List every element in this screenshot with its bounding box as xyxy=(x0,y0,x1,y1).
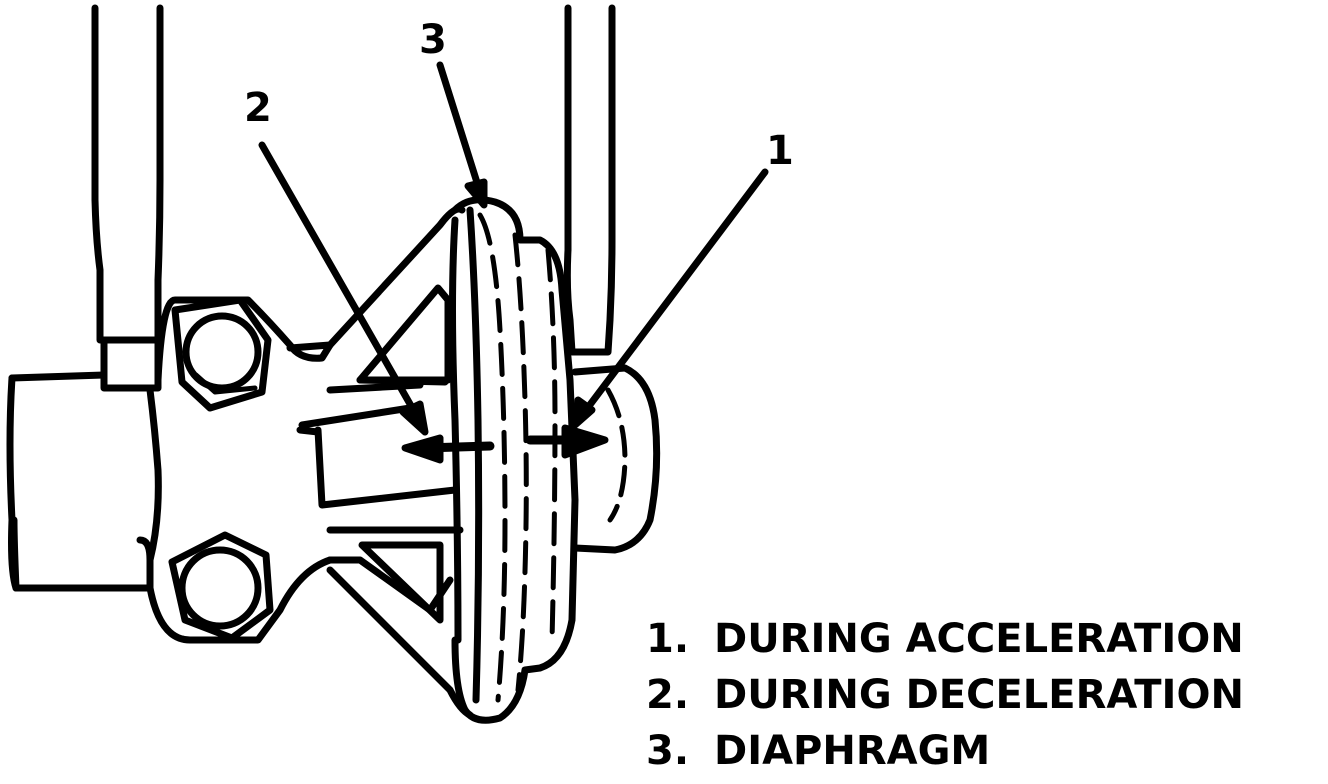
upper-bolt-icon xyxy=(171,296,272,412)
leader-line-3 xyxy=(436,61,488,209)
legend-text: DURING ACCELERATION xyxy=(714,616,1244,662)
diaphragm-housing xyxy=(449,196,579,724)
left-hose xyxy=(91,4,164,392)
legend-text: DURING DECELERATION xyxy=(714,672,1244,718)
legend-item-diaphragm: 3. DIAPHRAGM xyxy=(646,728,1244,784)
legend: 1. DURING ACCELERATION 2. DURING DECELER… xyxy=(646,616,1244,784)
legend-number: 1. xyxy=(646,616,690,662)
leader-line-1 xyxy=(571,168,769,429)
legend-item-acceleration: 1. DURING ACCELERATION xyxy=(646,616,1244,672)
lower-bolt-icon xyxy=(168,531,274,642)
valve-body xyxy=(6,296,334,644)
legend-text: DIAPHRAGM xyxy=(714,728,991,774)
callout-label-2: 2 xyxy=(244,85,272,131)
leader-line-2 xyxy=(258,141,429,436)
callout-label-3: 3 xyxy=(419,17,447,63)
legend-number: 3. xyxy=(646,728,690,774)
center-port xyxy=(296,381,464,534)
right-cap xyxy=(571,364,661,554)
legend-item-deceleration: 2. DURING DECELERATION xyxy=(646,672,1244,728)
callout-label-1: 1 xyxy=(766,128,794,174)
lower-brace xyxy=(326,541,474,719)
flow-arrows xyxy=(401,424,609,464)
right-hose xyxy=(563,4,616,356)
legend-number: 2. xyxy=(646,672,690,718)
